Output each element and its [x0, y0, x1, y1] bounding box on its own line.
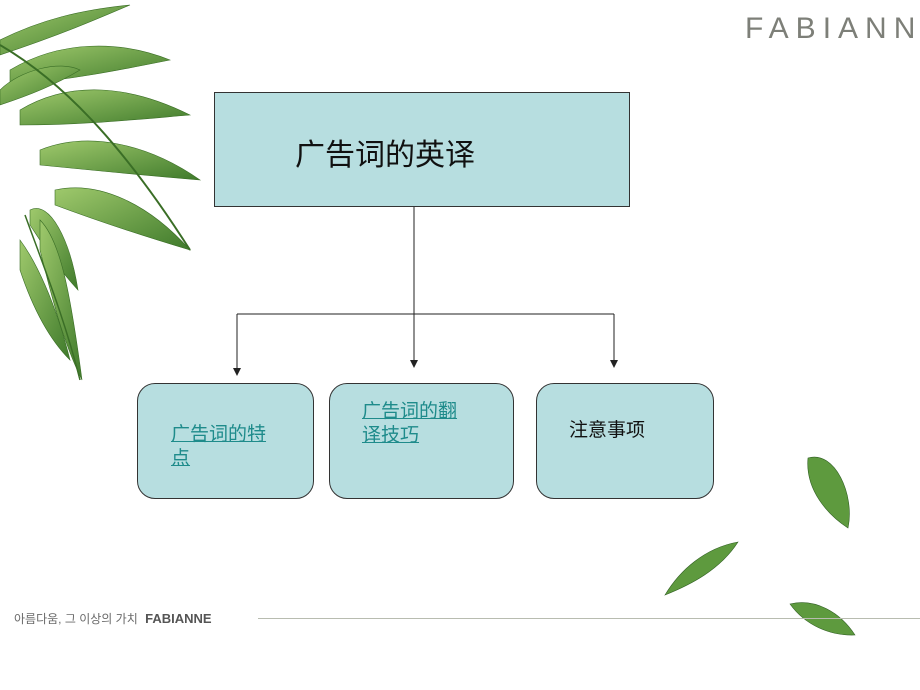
- arrowhead-2: [410, 360, 418, 368]
- child-node-features[interactable]: 广告词的特点: [137, 383, 314, 499]
- root-node-label: 广告词的英译: [295, 138, 475, 173]
- link-ad-features[interactable]: 广告词的特点: [171, 423, 267, 469]
- footer-divider: [258, 618, 920, 619]
- root-node: 广告词的英译: [214, 92, 630, 207]
- footer-brand: FABIANNE: [145, 611, 212, 626]
- footer-slogan-text: 아름다움, 그 이상의 가치: [14, 612, 138, 626]
- link-translation-techniques[interactable]: 广告词的翻译技巧: [362, 400, 458, 446]
- child-node-techniques[interactable]: 广告词的翻译技巧: [329, 383, 514, 499]
- leaf-bottom-right-icon: [664, 456, 856, 636]
- child-node-notes: 注意事项: [536, 383, 714, 499]
- footer-slogan: 아름다움, 그 이상의 가치 FABIANNE: [14, 610, 212, 627]
- arrowhead-3: [610, 360, 618, 368]
- fern-branch-top-left-icon: [0, 4, 202, 381]
- brand-logo: FABIANNE: [745, 12, 920, 45]
- notes-label: 注意事项: [569, 419, 646, 441]
- arrowhead-1: [233, 368, 241, 376]
